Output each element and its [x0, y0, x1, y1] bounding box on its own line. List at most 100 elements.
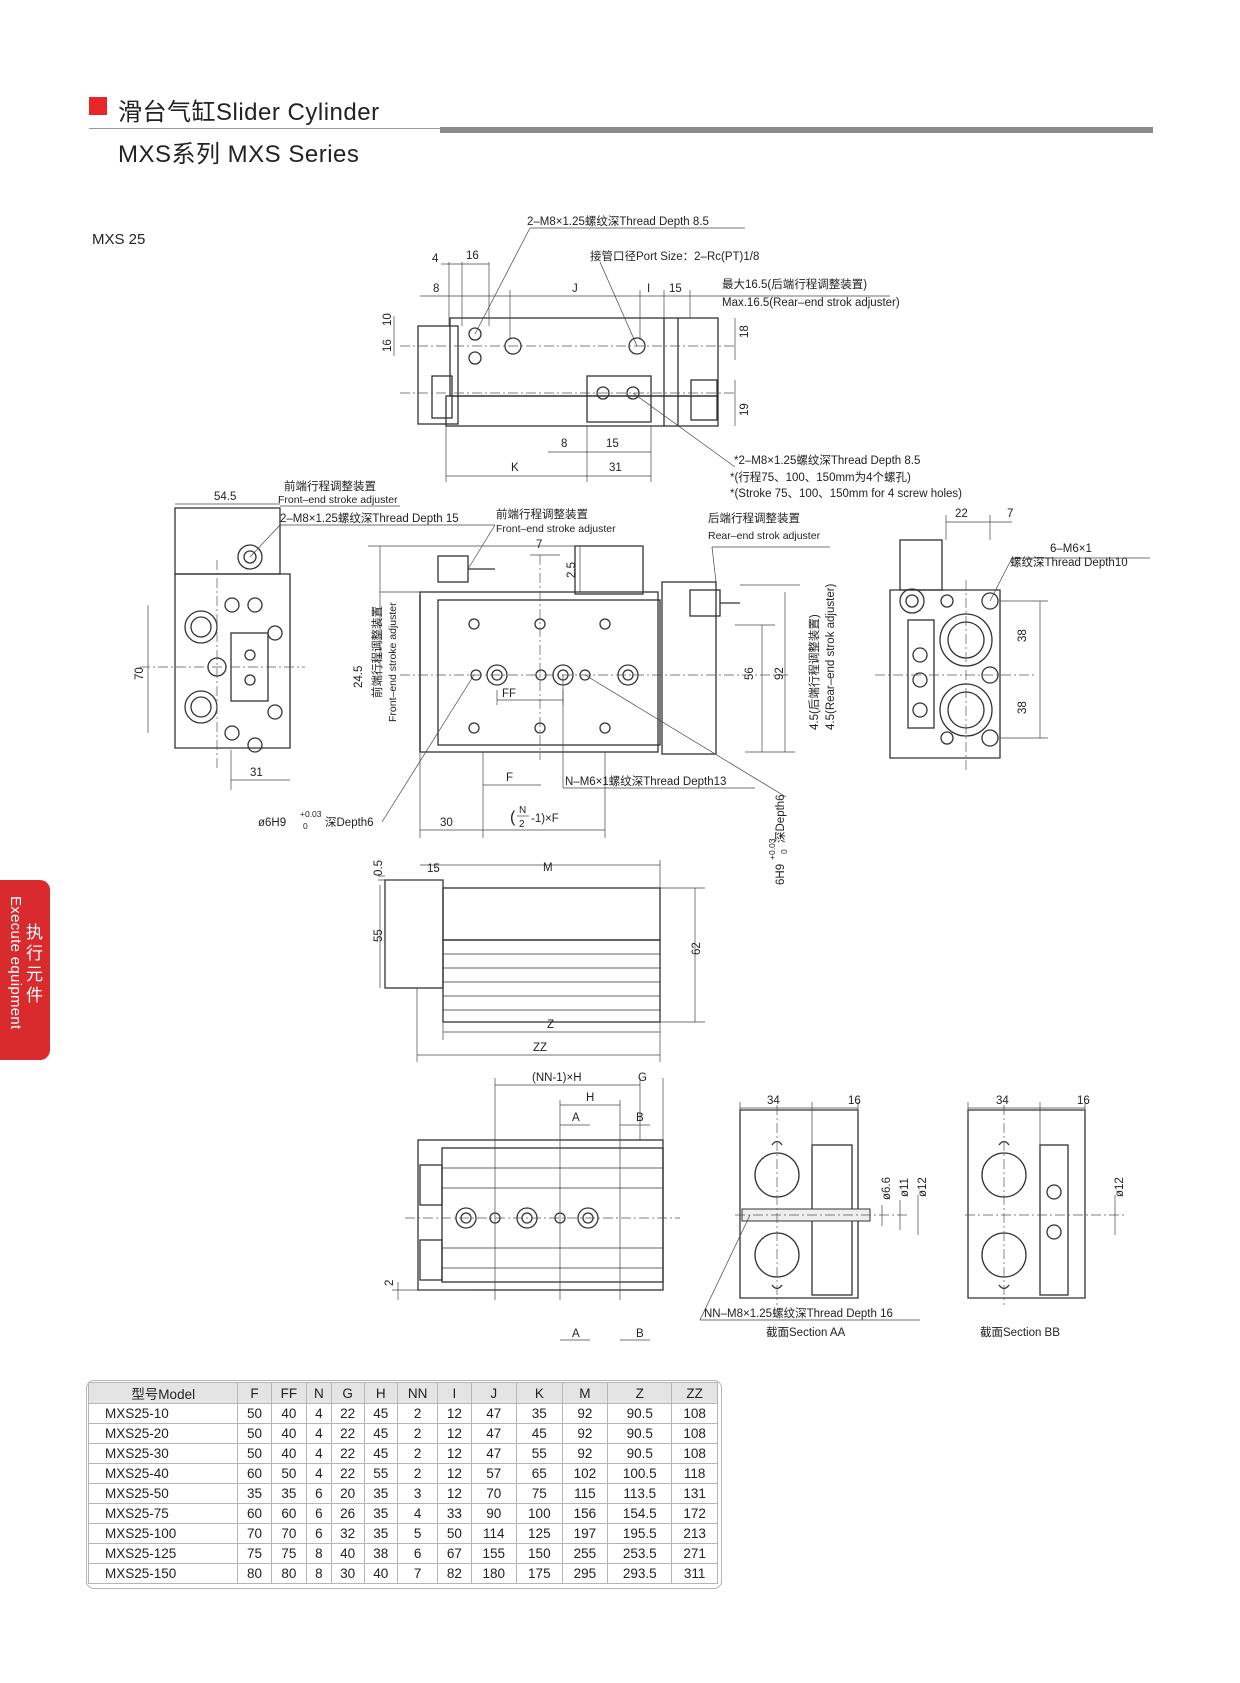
formula-2: 2	[519, 819, 525, 830]
dim-H: H	[586, 1092, 594, 1104]
value-cell: 50	[237, 1403, 272, 1424]
dim-30: 30	[440, 817, 453, 829]
value-cell: 195.5	[607, 1523, 673, 1544]
dim-10-vertical: 10	[382, 313, 394, 326]
value-cell: 108	[671, 1423, 718, 1444]
value-cell: 40	[270, 1423, 308, 1444]
value-cell: 22	[330, 1423, 365, 1444]
dim-16: 16	[466, 250, 479, 262]
value-cell: 50	[270, 1463, 308, 1484]
model-cell: MXS25-125	[87, 1543, 239, 1564]
value-cell: 90.5	[607, 1403, 673, 1424]
value-cell: 118	[671, 1463, 718, 1484]
callout-rear-vertical-en: 4.5(Rear–end strok adjuster)	[825, 583, 837, 730]
model-cell: MXS25-75	[87, 1503, 239, 1524]
value-cell: 38	[363, 1543, 398, 1564]
dim-16c: 16	[1077, 1095, 1090, 1107]
model-cell: MXS25-100	[87, 1523, 239, 1544]
dim-d6-6: ø6.6	[881, 1177, 893, 1200]
dim-15: 15	[669, 283, 682, 295]
side-upper-body	[442, 887, 661, 941]
callout-stroke-cn: *(行程75、100、150mm为4个螺孔)	[730, 471, 911, 484]
front-view	[368, 524, 830, 838]
front-inner	[437, 599, 661, 746]
dim-38a: 38	[1017, 629, 1029, 642]
model-cell: MXS25-10	[87, 1403, 239, 1424]
value-cell: 32	[330, 1523, 365, 1544]
value-cell: 47	[470, 1423, 518, 1444]
model-cell: MXS25-20	[87, 1423, 239, 1444]
top-view	[393, 227, 890, 482]
value-cell: 75	[237, 1543, 272, 1564]
column-header: J	[470, 1382, 518, 1404]
value-cell: 271	[671, 1543, 718, 1564]
callout-n-m6: N–M6×1螺纹深Thread Depth13	[565, 774, 726, 788]
value-cell: 253.5	[607, 1543, 673, 1564]
value-cell: 20	[330, 1483, 365, 1504]
dim-38b: 38	[1017, 701, 1029, 714]
value-cell: 156	[561, 1503, 609, 1524]
value-cell: 40	[330, 1543, 365, 1564]
dim-7: 7	[536, 539, 542, 551]
value-cell: 102	[561, 1463, 609, 1484]
callout-front-adj2-en: Front–end stroke adjuster	[496, 523, 616, 535]
section-marker-b-top: B	[636, 1112, 644, 1124]
column-header: ZZ	[671, 1382, 718, 1404]
value-cell: 4	[306, 1423, 332, 1444]
value-cell: 60	[270, 1503, 308, 1524]
top-adjuster-right	[690, 379, 718, 421]
value-cell: 35	[237, 1483, 272, 1504]
dim-I: I	[647, 283, 650, 295]
left-end-body	[174, 573, 291, 749]
value-cell: 40	[270, 1403, 308, 1424]
value-cell: 22	[330, 1403, 365, 1424]
value-cell: 7	[396, 1563, 439, 1584]
value-cell: 57	[470, 1463, 518, 1484]
value-cell: 40	[270, 1443, 308, 1464]
dim-22: 22	[955, 508, 968, 520]
dim-31: 31	[609, 462, 622, 474]
dim-8: 8	[433, 283, 439, 295]
value-cell: 90.5	[607, 1443, 673, 1464]
value-cell: 90	[470, 1503, 518, 1524]
value-cell: 311	[671, 1563, 718, 1584]
column-header: NN	[396, 1382, 439, 1404]
value-cell: 2	[396, 1443, 439, 1464]
value-cell: 50	[437, 1523, 472, 1544]
value-cell: 4	[306, 1403, 332, 1424]
value-cell: 82	[437, 1563, 472, 1584]
value-cell: 22	[330, 1443, 365, 1464]
callout-h9-vertical: 6H9	[775, 864, 787, 885]
column-header: I	[437, 1382, 472, 1404]
value-cell: 26	[330, 1503, 365, 1524]
value-cell: 125	[516, 1523, 563, 1544]
value-cell: 197	[561, 1523, 609, 1544]
value-cell: 175	[516, 1563, 563, 1584]
dim-18: 18	[739, 325, 751, 338]
value-cell: 154.5	[607, 1503, 673, 1524]
callout-m6-thread: 6–M6×1	[1050, 543, 1092, 555]
value-cell: 8	[306, 1563, 332, 1584]
value-cell: 50	[237, 1443, 272, 1464]
value-cell: 6	[396, 1543, 439, 1564]
value-cell: 115	[561, 1483, 609, 1504]
section-marker-b-bottom: B	[636, 1328, 644, 1340]
column-header: M	[561, 1382, 609, 1404]
front-right-block	[661, 581, 717, 755]
value-cell: 35	[270, 1483, 308, 1504]
value-cell: 131	[671, 1483, 718, 1504]
header-divider-thick	[440, 127, 1153, 133]
dim-7b: 7	[1007, 508, 1013, 520]
bottom-inner	[441, 1147, 664, 1283]
formula-open: (	[510, 809, 516, 826]
value-cell: 172	[671, 1503, 718, 1524]
bottom-adjuster-bottom	[419, 1239, 443, 1281]
value-cell: 293.5	[607, 1563, 673, 1584]
